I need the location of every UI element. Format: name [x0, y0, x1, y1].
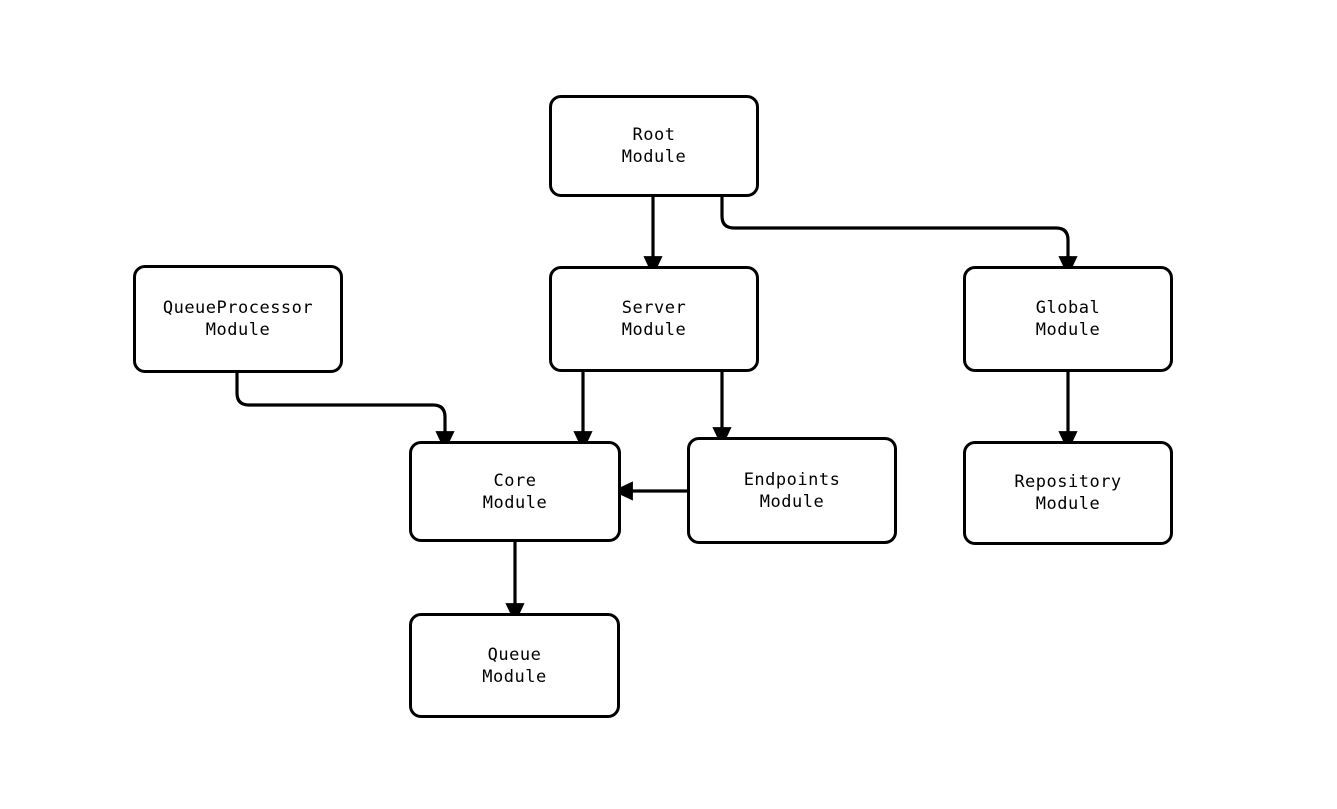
node-kind: Module	[1035, 320, 1101, 340]
node-name: Core	[493, 470, 537, 491]
node-kind: Module	[759, 491, 825, 512]
node-kind: Module	[621, 147, 687, 167]
node-name: Root	[632, 125, 676, 145]
node-name: Queue	[487, 644, 542, 665]
edge-root-global	[720, 197, 1078, 277]
node-name: Server	[621, 298, 687, 318]
node-kind: Module	[205, 320, 271, 340]
node-name: Global	[1035, 298, 1101, 318]
node-name: QueueProcessor	[162, 298, 314, 318]
node-name: Repository	[1014, 472, 1122, 492]
edge-queueprocessor-core	[235, 373, 455, 452]
node-kind: Module	[1035, 494, 1101, 514]
node-kind: Module	[482, 492, 548, 513]
node-kind: Module	[482, 666, 547, 687]
node-name: Endpoints	[743, 469, 841, 490]
node-kind: Module	[621, 320, 687, 340]
